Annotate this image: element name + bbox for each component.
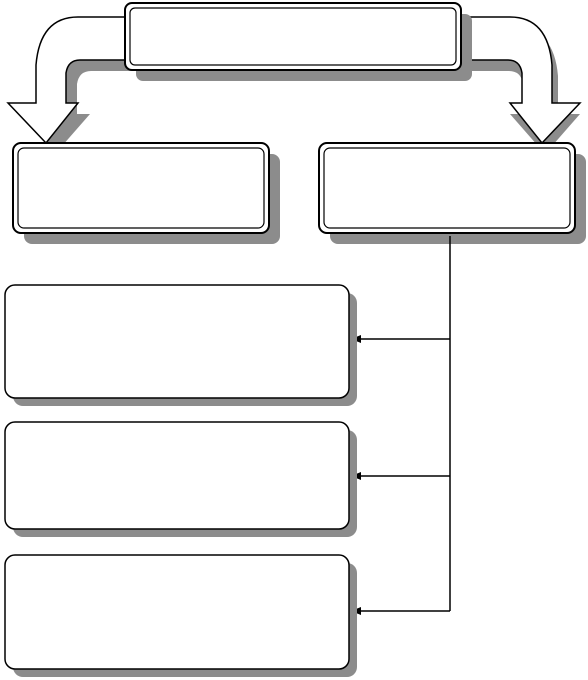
node-right bbox=[318, 142, 586, 244]
node-sub3 bbox=[4, 554, 357, 677]
node-top bbox=[124, 2, 472, 81]
node-left bbox=[12, 142, 280, 244]
node-sub1 bbox=[4, 284, 357, 406]
node-sub2 bbox=[4, 421, 357, 537]
connectors bbox=[351, 236, 451, 615]
